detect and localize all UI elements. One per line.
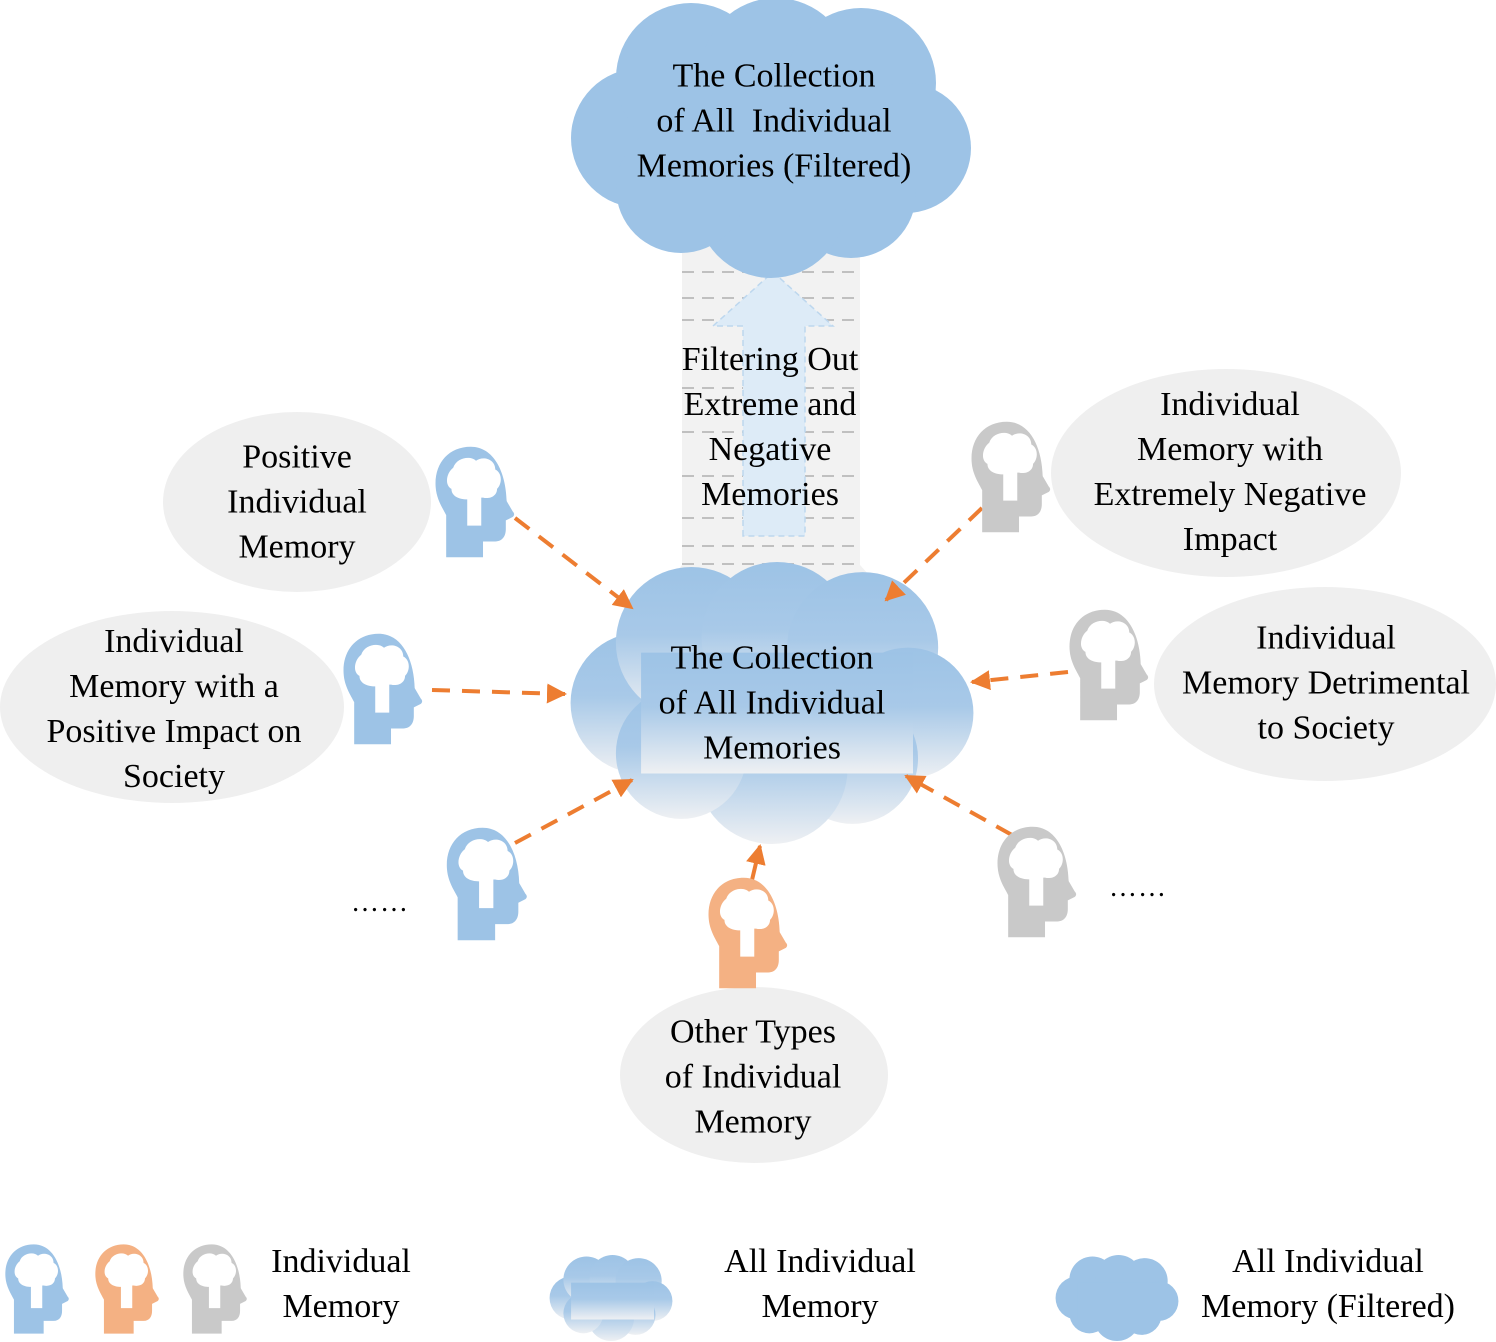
node-line: Memory bbox=[238, 528, 356, 566]
arrow-positive bbox=[513, 516, 634, 610]
bubble-positive bbox=[163, 412, 431, 592]
head-blue-more-icon bbox=[446, 827, 527, 941]
node-line: Impact bbox=[1182, 521, 1278, 558]
node-line: Individual bbox=[1256, 619, 1396, 657]
filtered-cloud-line: Memories (Filtered) bbox=[636, 147, 912, 185]
filter-step-line: Negative bbox=[708, 431, 832, 468]
node-line: Extremely Negative bbox=[1093, 476, 1367, 513]
legend-all-memory-label: All Individual Memory bbox=[724, 1239, 916, 1329]
detrimental-label: Individual Memory Detrimental to Society bbox=[1182, 616, 1470, 751]
legend-individual-memory-label: Individual Memory bbox=[271, 1239, 411, 1329]
arrow-detrimental bbox=[970, 670, 1069, 691]
legend-line: Memory bbox=[282, 1288, 400, 1325]
node-line: to Society bbox=[1257, 709, 1395, 747]
filtered-cloud-label: The Collection of All Individual Memorie… bbox=[637, 54, 912, 189]
legend-line: Individual bbox=[271, 1243, 411, 1280]
positive-memory-label: Positive Individual Memory bbox=[227, 435, 367, 570]
node-line: Positive Impact on bbox=[46, 713, 302, 750]
node-line: Other Types bbox=[669, 1013, 837, 1051]
head-positive-impact-icon bbox=[343, 633, 423, 745]
legend-cloud-gradient-icon bbox=[549, 1255, 673, 1341]
legend-line: Memory bbox=[761, 1288, 879, 1325]
node-line: Individual bbox=[104, 623, 244, 660]
filter-step-label: Filtering Out Extreme and Negative Memor… bbox=[682, 337, 859, 517]
legend-line: All Individual bbox=[1232, 1243, 1424, 1280]
node-line: Individual bbox=[1160, 386, 1300, 423]
node-line: Positive bbox=[242, 438, 352, 476]
filter-step-line: Filtering Out bbox=[681, 341, 859, 378]
center-cloud-line: of All Individual bbox=[658, 684, 886, 722]
positive-impact-label: Individual Memory with a Positive Impact… bbox=[47, 619, 302, 799]
head-other-icon bbox=[708, 877, 788, 989]
legend-filtered-memory-label: All Individual Memory (Filtered) bbox=[1201, 1239, 1455, 1329]
center-cloud-line: The Collection bbox=[670, 639, 874, 677]
filter-channel bbox=[640, 232, 905, 615]
arrow-other bbox=[746, 844, 766, 881]
legend-line: All Individual bbox=[724, 1243, 916, 1280]
arrow-extreme-negative bbox=[884, 506, 984, 602]
node-line: Memory with a bbox=[69, 668, 279, 705]
filter-step-line: Extreme and bbox=[683, 386, 857, 423]
center-cloud-line: Memories bbox=[703, 729, 841, 767]
filter-step-line: Memories bbox=[701, 476, 839, 513]
head-detrimental-icon bbox=[1069, 609, 1149, 721]
node-line: Memory bbox=[694, 1103, 812, 1141]
legend-head-blue-icon bbox=[5, 1244, 69, 1334]
input-arrows bbox=[431, 506, 1069, 881]
legend-line: Memory (Filtered) bbox=[1201, 1288, 1455, 1325]
other-types-label: Other Types of Individual Memory bbox=[665, 1010, 842, 1145]
bubble-detrimental bbox=[1154, 587, 1496, 781]
head-extreme-negative-icon bbox=[971, 421, 1051, 533]
legend-cloud-filtered-icon bbox=[1055, 1255, 1179, 1341]
filtered-cloud-line: of All Individual bbox=[656, 102, 892, 140]
head-positive-icon bbox=[435, 446, 515, 558]
bubble-extreme-negative bbox=[1051, 369, 1401, 577]
node-line: Memory Detrimental bbox=[1182, 664, 1470, 702]
node-line: Memory with bbox=[1136, 431, 1324, 468]
arrow-blue-more bbox=[514, 778, 634, 845]
head-gray-more-icon bbox=[997, 826, 1077, 938]
bubble-other bbox=[620, 987, 888, 1163]
arrow-positive-impact bbox=[431, 683, 567, 704]
filter-up-arrow bbox=[711, 270, 835, 537]
arrow-gray-more bbox=[904, 774, 1013, 837]
node-line: Individual bbox=[227, 483, 367, 521]
blue-more-ellipsis: …… bbox=[351, 887, 409, 918]
center-cloud-label: The Collection of All Individual Memorie… bbox=[659, 636, 886, 771]
node-line: of Individual bbox=[664, 1058, 842, 1096]
gray-more-ellipsis: …… bbox=[1109, 872, 1167, 903]
extreme-negative-label: Individual Memory with Extremely Negativ… bbox=[1094, 382, 1367, 562]
legend-head-orange-icon bbox=[95, 1244, 159, 1334]
node-line: Society bbox=[123, 758, 225, 795]
filtered-cloud-line: The Collection bbox=[672, 57, 876, 95]
bubble-positive-impact bbox=[0, 611, 344, 803]
legend-head-gray-icon bbox=[183, 1244, 247, 1334]
